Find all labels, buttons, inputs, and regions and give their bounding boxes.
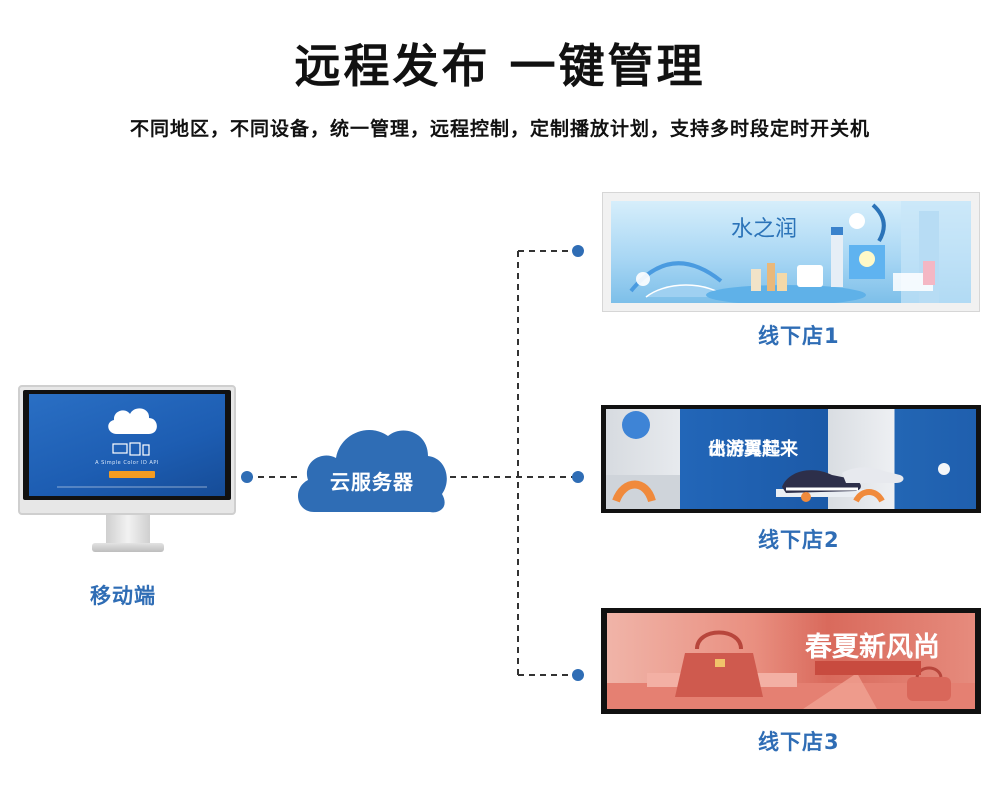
store2-display: 休闲男鞋 出游翼起来 — [601, 405, 981, 513]
client-label: 移动端 — [90, 584, 156, 608]
store3-node-dot — [572, 669, 584, 681]
store3-display: 春夏新风尚 — [601, 608, 981, 714]
store1-display: 水之润 — [602, 192, 980, 312]
screen-caption: A Simple Color ID API — [95, 460, 159, 466]
store2-ad: 休闲男鞋 出游翼起来 — [606, 409, 976, 509]
store1-ad-graphic — [629, 201, 971, 303]
store3-ad-title: 春夏新风尚 — [805, 632, 940, 663]
store2-label: 线下店2 — [758, 528, 840, 552]
store1-label: 线下店1 — [758, 324, 840, 348]
cloud-server-icon — [297, 430, 447, 513]
screen-button — [109, 471, 155, 478]
store3-ad-banner — [815, 661, 921, 675]
store2-ad-graphic — [606, 411, 950, 509]
client-node-dot — [241, 471, 253, 483]
store1-node-dot — [572, 245, 584, 257]
store1-ad: 水之润 — [611, 201, 971, 303]
devices-icon — [112, 442, 150, 456]
cloud-server-label: 云服务器 — [330, 470, 414, 494]
store1-ad-title: 水之润 — [731, 217, 798, 242]
monitor-stand-neck — [106, 515, 150, 545]
store3-ad: 春夏新风尚 — [607, 613, 975, 709]
store2-ad-subtitle: 休闲男鞋 — [708, 439, 780, 460]
store2-ad-title: 出游翼起来 — [708, 439, 798, 460]
monitor-stand-base — [92, 543, 164, 552]
store3-label: 线下店3 — [758, 730, 840, 754]
screen-footer-line — [57, 486, 207, 488]
store3-ad-graphic — [607, 630, 975, 709]
cloud-icon — [108, 408, 157, 434]
desktop-monitor: A Simple Color ID API — [18, 385, 236, 515]
page-subtitle: 不同地区，不同设备，统一管理，远程控制，定制播放计划，支持多时段定时开关机 — [129, 118, 870, 140]
monitor-bezel: A Simple Color ID API — [23, 390, 231, 500]
monitor-screen: A Simple Color ID API — [29, 394, 225, 496]
page-title: 远程发布 一键管理 — [294, 39, 706, 93]
store2-node-dot — [572, 471, 584, 483]
